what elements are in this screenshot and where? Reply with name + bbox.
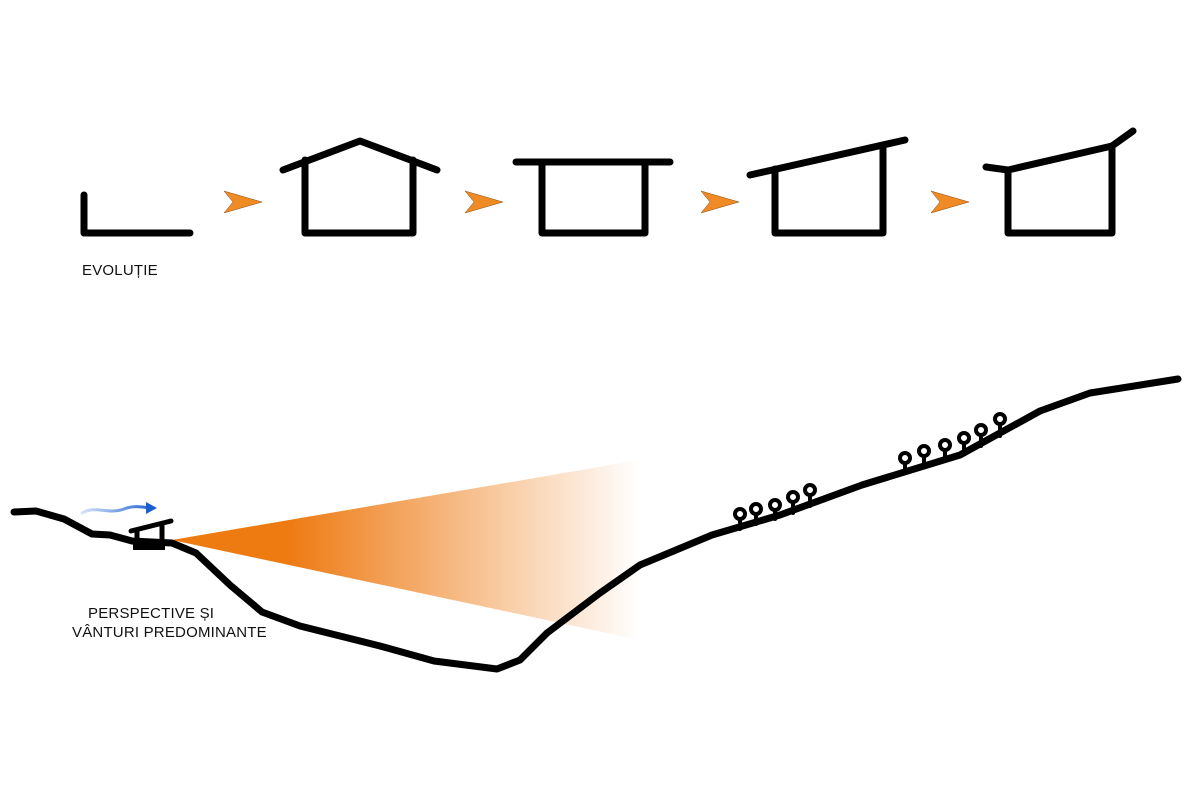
perspective-label: PERSPECTIVE ȘI VÂNTURI PREDOMINANTE bbox=[72, 604, 267, 642]
evolution-label: EVOLUȚIE bbox=[82, 262, 158, 279]
orange-chevron-arrow-icon bbox=[223, 190, 263, 214]
orange-chevron-arrow-icon bbox=[700, 190, 740, 214]
wind-arrow-icon bbox=[80, 502, 157, 515]
tree-icon bbox=[898, 451, 912, 473]
tree-icon bbox=[917, 444, 931, 467]
perspective-label-line-2: VÂNTURI PREDOMINANTE bbox=[72, 624, 267, 641]
stage-2-gable-roof-house bbox=[279, 137, 441, 237]
tree-cluster-upper bbox=[898, 412, 1007, 473]
tree-icon bbox=[786, 490, 800, 515]
tree-icon bbox=[749, 502, 763, 526]
stage-5-upturned-eaves-house bbox=[982, 127, 1137, 237]
perspective-label-line-1: PERSPECTIVE ȘI bbox=[88, 605, 215, 622]
hillside-house bbox=[128, 518, 174, 550]
orange-chevron-arrow-icon bbox=[930, 190, 970, 214]
terrain-profile bbox=[10, 375, 1182, 673]
tree-icon bbox=[974, 423, 988, 448]
tree-icon bbox=[957, 431, 971, 455]
step-arrows bbox=[223, 190, 970, 214]
view-cone bbox=[172, 460, 640, 640]
tree-cluster-lower bbox=[733, 483, 817, 531]
stage-3-flat-roof-house bbox=[512, 158, 674, 237]
tree-icon bbox=[768, 498, 782, 521]
orange-chevron-arrow-icon bbox=[464, 190, 504, 214]
tree-icon bbox=[938, 438, 952, 461]
stage-4-mono-pitch-roof-house bbox=[746, 136, 909, 237]
evolution-row bbox=[80, 127, 1137, 237]
stage-1-floor-and-wall bbox=[80, 191, 194, 237]
tree-icon bbox=[803, 483, 817, 508]
tree-icon bbox=[993, 412, 1007, 438]
tree-icon bbox=[733, 507, 747, 531]
